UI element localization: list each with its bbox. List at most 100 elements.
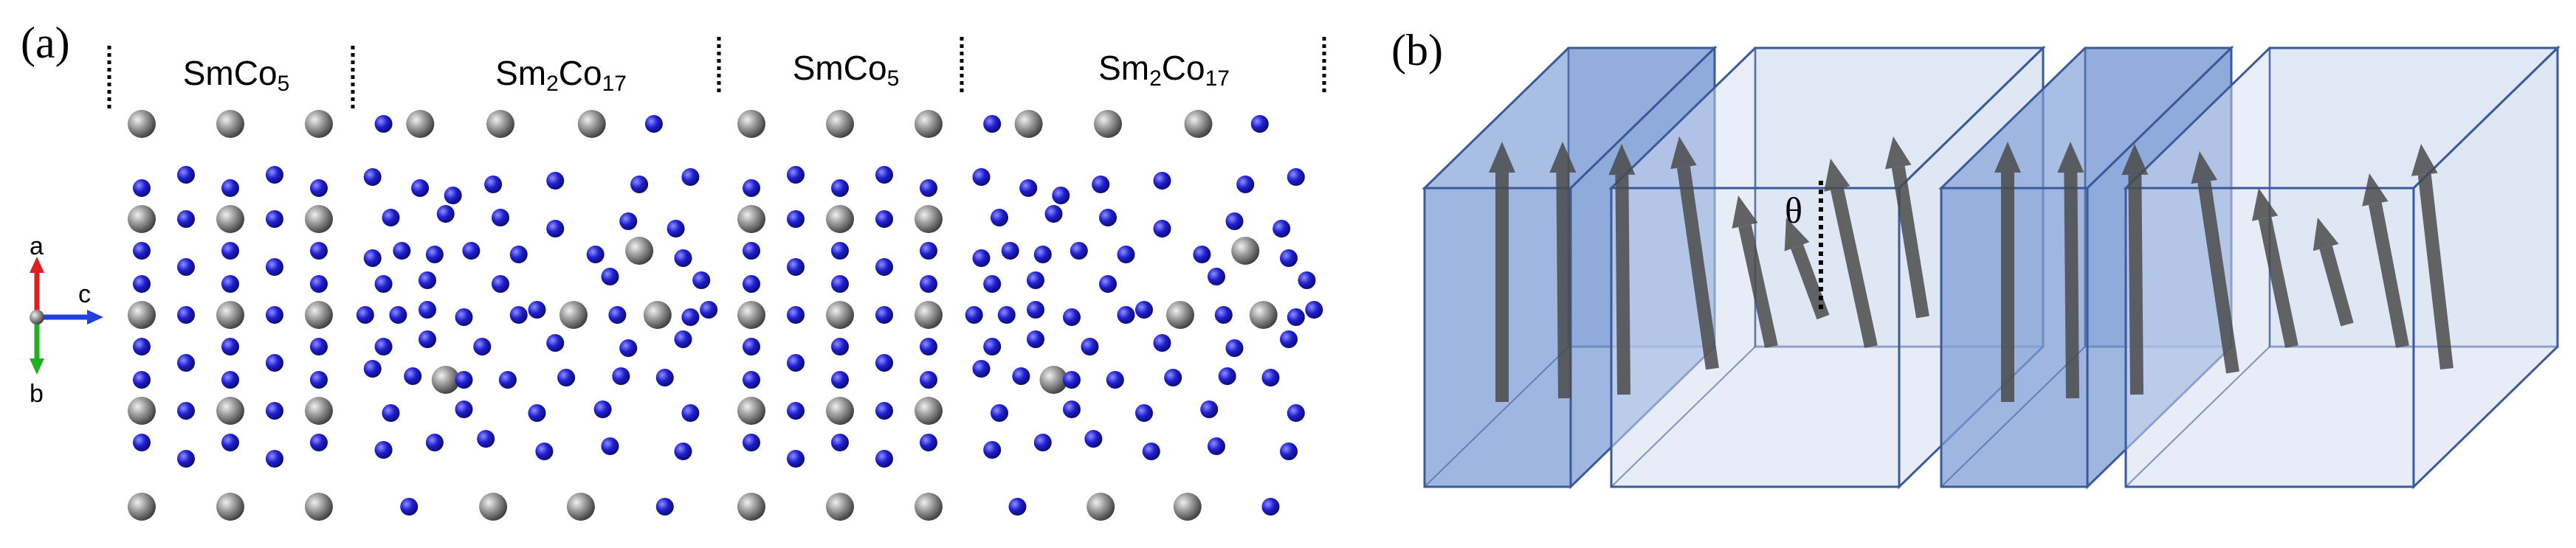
co-atom: [920, 371, 937, 389]
co-atom: [1081, 338, 1099, 355]
co-atom: [787, 354, 805, 372]
co-atom: [1063, 371, 1081, 389]
co-atom: [356, 306, 374, 324]
co-atom: [436, 205, 455, 223]
co-atom: [1092, 176, 1110, 193]
co-atom: [133, 338, 151, 355]
co-atom: [419, 301, 436, 319]
co-atom: [509, 246, 528, 263]
sm-atom: [737, 205, 765, 233]
co-atom: [133, 179, 151, 197]
sm-atom: [1094, 110, 1122, 138]
co-atom: [310, 242, 328, 260]
co-atom: [528, 301, 546, 319]
sm-atom: [915, 301, 943, 329]
co-atom: [1280, 249, 1298, 267]
sm-atom: [625, 237, 654, 265]
co-atom: [983, 338, 1002, 355]
co-atom: [1052, 187, 1070, 204]
co-atom: [509, 306, 528, 324]
sm-atom: [566, 493, 595, 521]
co-atom: [972, 249, 991, 267]
sm-atom: [305, 205, 333, 233]
co-atom: [411, 179, 430, 197]
sm-atom: [826, 493, 854, 521]
co-atom: [787, 402, 805, 420]
sm-atom: [216, 397, 244, 425]
co-atom: [382, 404, 400, 422]
co-atom: [681, 404, 700, 422]
co-atom: [363, 360, 382, 378]
co-atom: [1135, 301, 1153, 319]
sm-atom: [486, 110, 514, 138]
co-atom: [419, 271, 436, 289]
co-atom: [1208, 437, 1225, 455]
co-atom: [400, 498, 419, 516]
co-atom: [374, 338, 393, 355]
co-atom: [221, 434, 239, 451]
co-atom: [1287, 308, 1305, 326]
sm-atom: [915, 205, 943, 233]
sm-atom: [1249, 301, 1278, 329]
co-atom: [593, 400, 612, 418]
arrow-soft-6: [1885, 136, 1929, 319]
co-atom: [374, 441, 393, 459]
co-atom: [1298, 271, 1316, 289]
co-atom: [1208, 268, 1225, 285]
co-atom: [920, 179, 937, 197]
sm-atom: [737, 110, 765, 138]
co-atom: [133, 434, 151, 451]
co-atom: [1001, 242, 1019, 260]
co-atom: [875, 210, 893, 228]
sm-atom: [826, 110, 854, 138]
co-atom: [831, 338, 849, 355]
co-atom: [1153, 220, 1171, 237]
sm-atom: [826, 301, 854, 329]
co-atom: [177, 210, 195, 228]
sm-atom: [128, 493, 156, 521]
co-atom: [1099, 275, 1117, 293]
sm-atom: [305, 110, 333, 138]
co-atom: [1027, 330, 1044, 348]
co-atom: [382, 209, 400, 226]
co-atom: [1070, 242, 1088, 260]
co-atom: [1225, 212, 1244, 230]
co-atom: [619, 212, 638, 230]
arrow-soft-11: [2362, 173, 2409, 348]
sm-atom: [1014, 110, 1043, 138]
co-atom: [310, 179, 328, 197]
co-atom: [177, 354, 195, 372]
co-atom: [266, 210, 283, 228]
theta-label: θ: [1785, 190, 1802, 231]
co-atom: [1214, 306, 1233, 324]
co-atom: [831, 242, 849, 260]
sm-atom: [1166, 301, 1194, 329]
panel-a: (a) SmCo5 Sm2Co17 SmCo5 Sm2Co17 a b c: [21, 18, 1326, 521]
co-atom: [972, 360, 991, 378]
sm-atom: [577, 110, 606, 138]
axis-triad: a b c: [30, 232, 103, 408]
co-atom: [1033, 246, 1052, 263]
co-atom: [498, 371, 517, 389]
sm-atom: [128, 110, 156, 138]
crystal-structure: [128, 110, 1323, 521]
co-atom: [455, 400, 473, 418]
co-atom: [875, 258, 893, 276]
co-atom: [1287, 404, 1305, 422]
co-atom: [1193, 246, 1211, 263]
co-atom: [546, 172, 565, 190]
co-atom: [425, 246, 444, 263]
co-atom: [455, 308, 473, 326]
co-atom: [389, 306, 407, 324]
co-atom: [1280, 443, 1298, 460]
sm-atom: [128, 301, 156, 329]
co-atom: [787, 306, 805, 324]
co-atom: [177, 306, 195, 324]
sm-atom: [915, 493, 943, 521]
co-atom: [462, 242, 481, 260]
co-atom: [266, 450, 283, 468]
co-atom: [1135, 404, 1153, 422]
co-atom: [681, 168, 700, 186]
sm-atom: [559, 301, 588, 329]
